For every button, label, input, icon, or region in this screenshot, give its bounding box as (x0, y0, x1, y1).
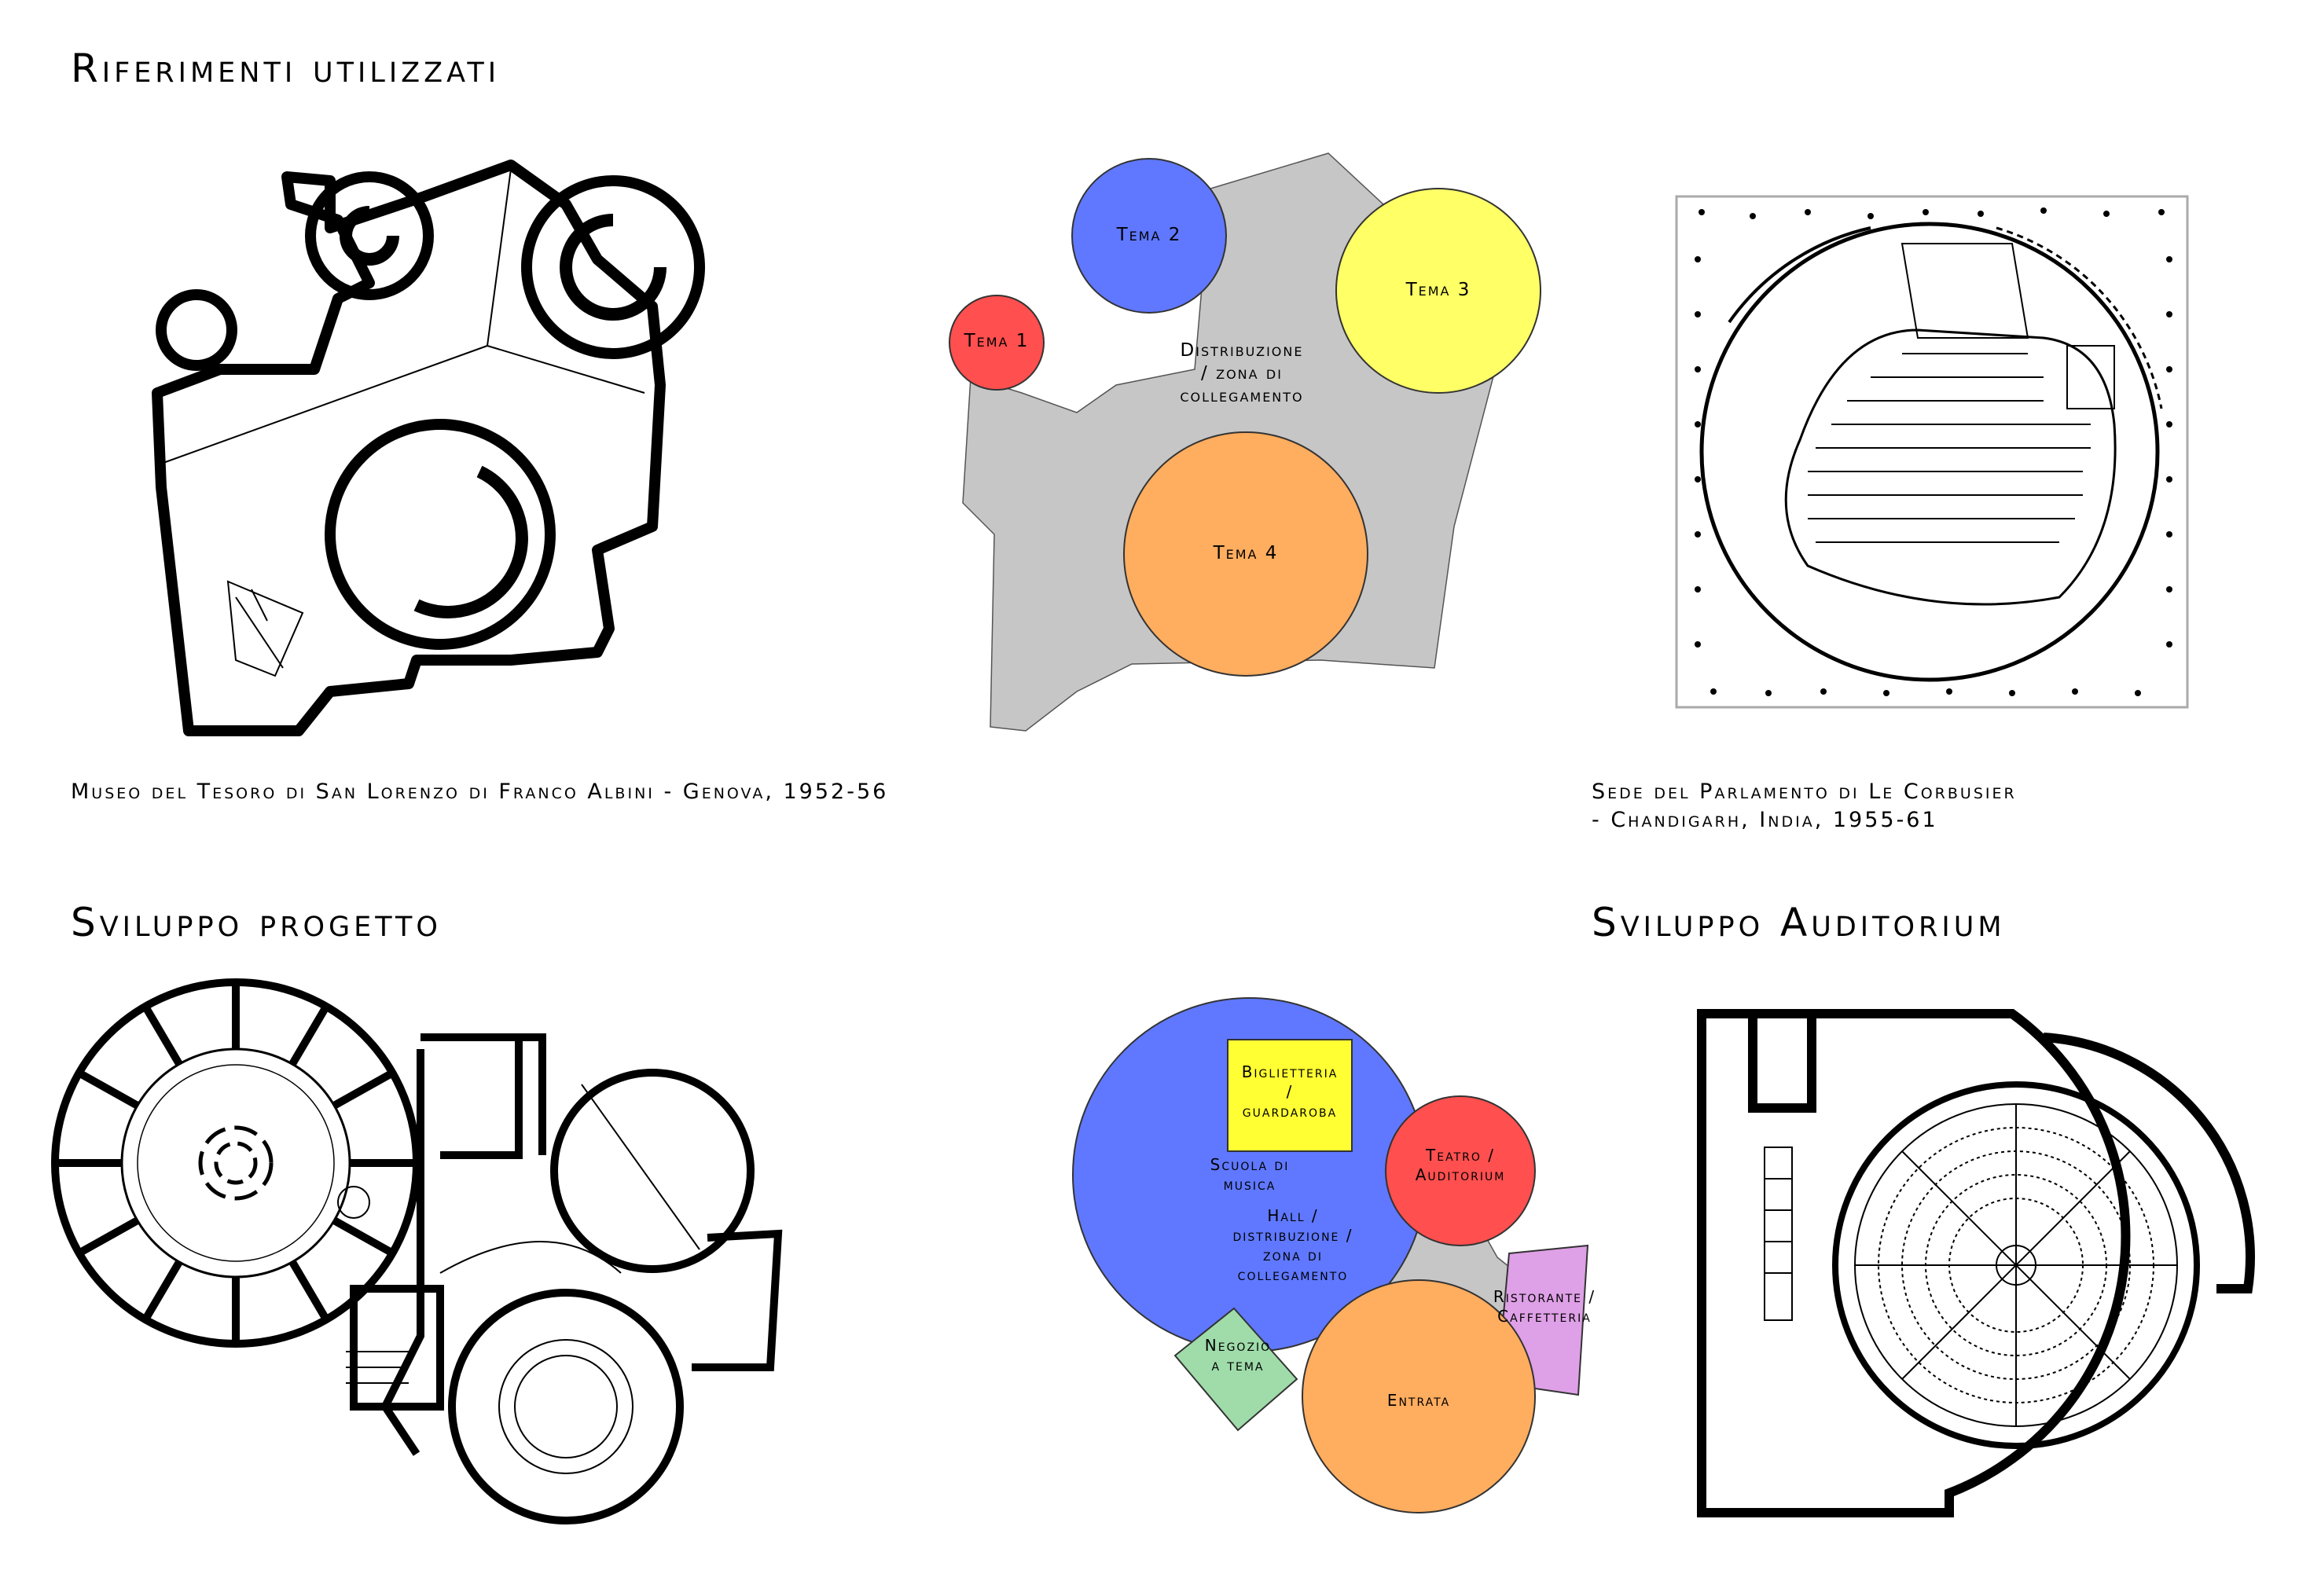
tema4-circle (1123, 431, 1368, 677)
heading-project-development: Sviluppo progetto (71, 900, 442, 945)
ticket-label: Biglietteria / guardaroba (1241, 1062, 1339, 1121)
ticket-box (1227, 1039, 1353, 1152)
heading-references: Riferimenti utilizzati (71, 46, 501, 91)
auditorium-inner-circle (1832, 1081, 2200, 1449)
albini-outer-wall (152, 160, 666, 736)
corbusier-seating-outline (1784, 328, 2117, 606)
shop-box (1173, 1307, 1298, 1432)
theatre-label: Teatro / Auditorium (1415, 1146, 1506, 1184)
albini-circle-small (156, 289, 237, 371)
tema4-label: Tema 4 (1213, 543, 1279, 563)
albini-inner-arc-upper (340, 206, 399, 266)
tema2-label: Tema 2 (1116, 225, 1182, 245)
tema1-circle (949, 295, 1045, 391)
music-school-label: Scuola di musica (1210, 1155, 1290, 1194)
project-right-circle (550, 1069, 755, 1273)
caption-albini: Museo del Tesoro di San Lorenzo di Franc… (71, 780, 889, 804)
tema3-label: Tema 3 (1405, 280, 1471, 300)
tema1-label: Tema 1 (964, 331, 1030, 351)
entrance-label: Entrata (1386, 1391, 1451, 1410)
albini-inner-arc-right (560, 214, 667, 321)
shop-label: Negozio a tema (1204, 1336, 1272, 1374)
theatre-circle (1385, 1095, 1536, 1246)
tema2-circle (1071, 158, 1227, 314)
restaurant-label: Ristorante / Caffetteria (1493, 1287, 1596, 1326)
albini-circle-center (325, 419, 556, 650)
tema3-circle (1335, 188, 1541, 394)
corbusier-main-circle (1699, 222, 2160, 682)
caption-corbusier-line1: Sede del Parlamento di Le Corbusier (1592, 780, 2017, 804)
project-lower-circle (448, 1289, 684, 1524)
albini-circle-right (521, 175, 705, 359)
entrance-circle (1302, 1279, 1536, 1513)
albini-inner-arc-center (413, 465, 528, 618)
caption-corbusier-line2: - Chandigarh, India, 1955-61 (1592, 808, 1938, 832)
heading-auditorium-development: Sviluppo Auditorium (1592, 900, 2006, 945)
auditorium-outer-wall (1697, 1009, 2131, 1517)
hall-label: Hall / distribuzione / zona di collegame… (1232, 1206, 1353, 1284)
albini-circle-upper (305, 171, 434, 300)
distribution-label: Distribuzione / zona di collegamento (1180, 340, 1304, 406)
